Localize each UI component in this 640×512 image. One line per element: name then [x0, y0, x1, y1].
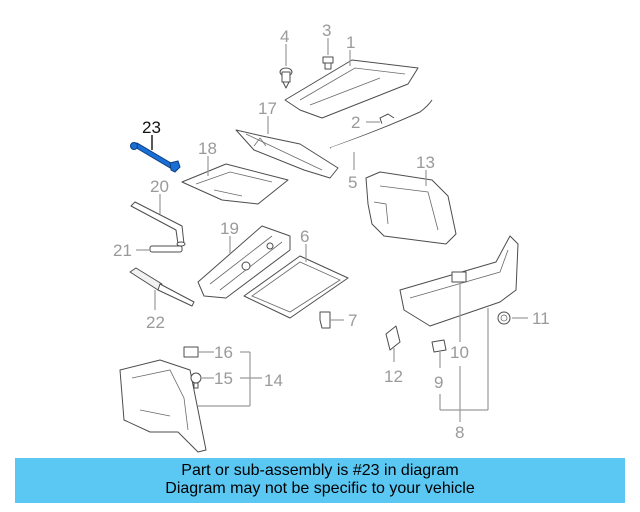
part-9-retainer: [431, 339, 447, 353]
callout-6[interactable]: 6: [300, 227, 309, 246]
part-19-jack: [197, 225, 291, 299]
part-11-grommet: [497, 311, 511, 325]
callout-17[interactable]: 17: [258, 99, 277, 118]
part-13-side-panel: [365, 171, 457, 245]
callout-15[interactable]: 15: [214, 369, 233, 388]
callout-18[interactable]: 18: [198, 139, 217, 158]
callout-10[interactable]: 10: [450, 343, 469, 362]
part-20-lug-wrench: [130, 201, 186, 247]
leader-14-16-15: [198, 351, 262, 407]
part-21-pin: [149, 245, 183, 253]
callout-9[interactable]: 9: [434, 373, 443, 392]
part-3-clip: [322, 56, 334, 70]
part-7-bracket: [319, 311, 331, 329]
callout-8[interactable]: 8: [455, 423, 464, 442]
callout-5[interactable]: 5: [348, 173, 357, 192]
callout-2[interactable]: 2: [351, 113, 360, 132]
leader-8: [439, 308, 489, 422]
part-4-push-pin: [279, 67, 293, 89]
part-12-clip: [385, 325, 401, 351]
part-23-wrench[interactable]: [130, 142, 181, 173]
callout-19[interactable]: 19: [220, 219, 239, 238]
banner-line-1: Part or sub-assembly is #23 in diagram: [181, 462, 459, 479]
callout-12[interactable]: 12: [384, 367, 403, 386]
callout-11[interactable]: 11: [532, 309, 550, 328]
part-22-screwdriver: [129, 267, 195, 307]
info-banner: Part or sub-assembly is #23 in diagram D…: [15, 458, 625, 503]
callout-22[interactable]: 22: [146, 313, 165, 332]
part-5-highlight: [330, 100, 434, 149]
callout-3[interactable]: 3: [322, 21, 331, 40]
part-10-rear-trim: [399, 235, 519, 327]
part-1-parcel-shelf: [284, 59, 419, 119]
callout-7[interactable]: 7: [348, 311, 357, 330]
callout-20[interactable]: 20: [150, 177, 169, 196]
callout-14[interactable]: 14: [264, 371, 283, 390]
part-6-floor-mat: [243, 255, 349, 319]
part-15-fastener: [190, 372, 202, 389]
callout-4[interactable]: 4: [280, 27, 289, 46]
callout-21[interactable]: 21: [113, 241, 132, 260]
part-17-trim-panel: [235, 129, 339, 179]
callout-1[interactable]: 1: [346, 33, 355, 52]
banner-line-2: Diagram may not be specific to your vehi…: [165, 480, 475, 497]
part-14-side-trim: [119, 359, 207, 453]
callout-16[interactable]: 16: [214, 343, 233, 362]
part-5-weatherstrip: [329, 99, 433, 149]
part-16-clip: [183, 346, 199, 358]
part-18-floor-cover: [181, 163, 289, 205]
callout-23[interactable]: 23: [142, 118, 161, 137]
callout-13[interactable]: 13: [416, 153, 435, 172]
